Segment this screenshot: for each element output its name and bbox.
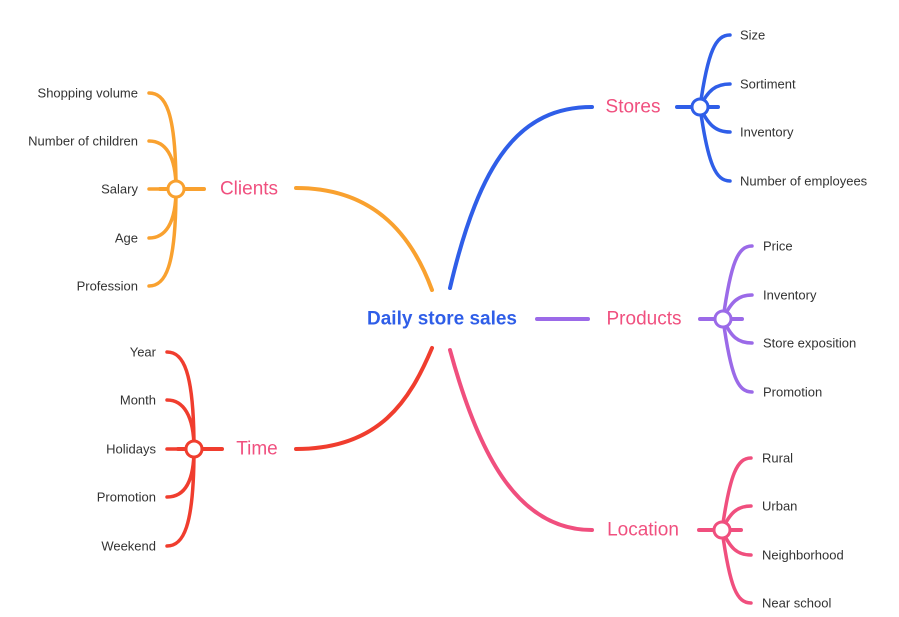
leaf-location-urban[interactable]: Urban [762,498,798,514]
leaf-link-time-4 [165,447,196,548]
hub-time[interactable] [184,439,204,459]
leaf-clients-age[interactable]: Age [114,230,138,246]
leaf-link-products-0 [721,244,754,321]
leaf-link-stores-3 [698,105,732,183]
center-topic[interactable]: Daily store sales [367,308,517,330]
leaf-stores-inventory[interactable]: Inventory [740,124,794,140]
leaf-link-products-3 [721,317,754,394]
branch-clients[interactable]: Clients [219,178,279,200]
leaf-clients-shopping-volume[interactable]: Shopping volume [37,85,138,101]
hub-stores[interactable] [690,97,710,117]
leaf-products-promotion[interactable]: Promotion [763,384,823,400]
branch-products[interactable]: Products [606,308,682,330]
leaf-location-near-school[interactable]: Near school [762,595,832,611]
leaf-clients-profession[interactable]: Profession [76,278,138,294]
hub-products[interactable] [713,309,733,329]
leaf-stores-sortiment[interactable]: Sortiment [740,76,796,92]
leaf-link-location-3 [720,528,753,605]
leaf-clients-number-of-children[interactable]: Number of children [28,133,138,149]
hub-clients[interactable] [166,179,186,199]
leaf-time-month[interactable]: Month [119,392,156,408]
leaf-link-clients-4 [147,187,178,288]
leaf-products-price[interactable]: Price [763,238,793,254]
hub-location[interactable] [712,520,732,540]
leaf-time-holidays[interactable]: Holidays [106,441,156,457]
connector-center-location [448,348,594,532]
branch-time[interactable]: Time [236,438,278,460]
leaf-products-inventory[interactable]: Inventory [763,287,817,303]
leaf-time-promotion[interactable]: Promotion [96,489,156,505]
leaf-stores-number-of-employees[interactable]: Number of employees [740,173,868,189]
leaf-location-neighborhood[interactable]: Neighborhood [762,547,844,563]
connector-center-time [294,346,434,451]
branch-stores[interactable]: Stores [605,96,661,118]
connector-center-stores [448,105,594,290]
leaf-link-location-0 [720,456,753,532]
connector-center-clients [294,186,434,292]
leaf-clients-salary[interactable]: Salary [101,181,138,197]
branch-location[interactable]: Location [607,519,679,541]
leaf-products-store-exposition[interactable]: Store exposition [763,335,857,351]
leaf-time-year[interactable]: Year [129,344,156,360]
leaf-location-rural[interactable]: Rural [762,450,794,466]
leaf-stores-size[interactable]: Size [740,27,766,43]
leaf-link-stores-0 [698,33,732,109]
leaf-time-weekend[interactable]: Weekend [101,538,156,554]
